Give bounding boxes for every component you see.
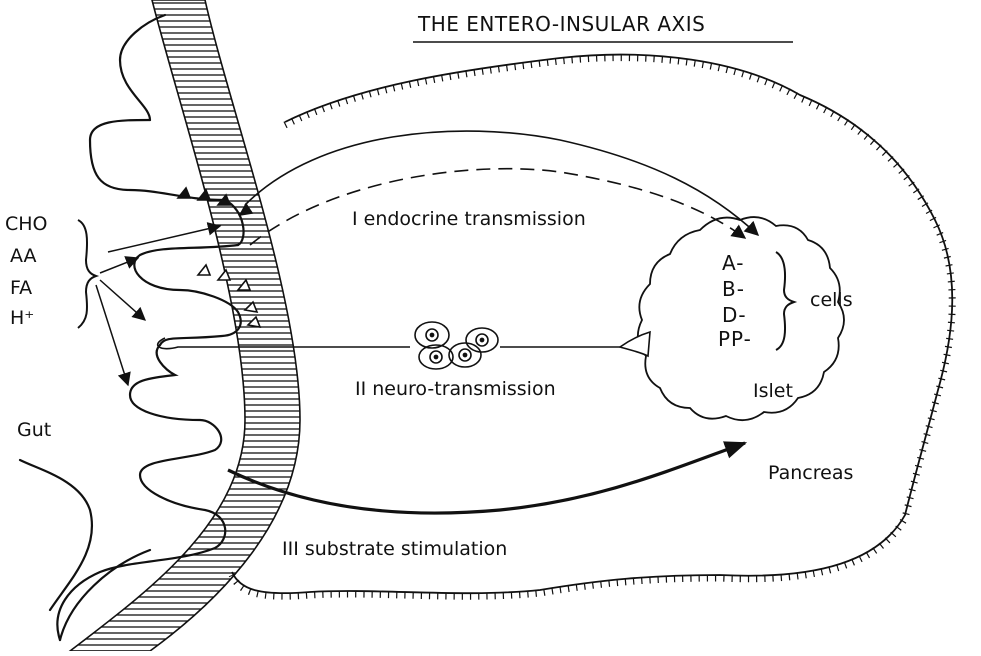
cell-type-pp: PP-: [718, 327, 752, 351]
label-neuro-transmission: II neuro-transmission: [355, 378, 556, 400]
label-substrate-stimulation: III substrate stimulation: [282, 538, 507, 560]
cell-type-b: B-: [722, 277, 745, 301]
gut-label: Gut: [17, 419, 51, 441]
label-endocrine-transmission: I endocrine transmission: [352, 208, 586, 230]
cell-type-d: D-: [722, 303, 747, 327]
cell-types-brace: [776, 252, 794, 350]
nutrient-cho: CHO: [5, 213, 48, 235]
cells-label: cells: [810, 289, 853, 311]
diagram-title: THE ENTERO-INSULAR AXIS: [417, 12, 705, 36]
gut-wall: [70, 0, 300, 651]
nutrient-fa: FA: [10, 277, 32, 299]
cell-type-a: A-: [722, 251, 744, 275]
nutrient-aa: AA: [10, 245, 37, 267]
nutrient-h: H⁺: [10, 307, 34, 329]
islet-label: Islet: [753, 380, 793, 402]
pathway-neuro: [158, 322, 650, 369]
pathway-substrate-arrow: [228, 443, 745, 513]
ganglion-cells: [415, 322, 498, 369]
islet-cell-types: A- B- D- PP- cells: [718, 251, 853, 351]
nutrient-group: CHO AA FA H⁺: [5, 213, 96, 329]
pancreas-label: Pancreas: [768, 462, 853, 484]
nutrient-brace: [78, 220, 96, 328]
